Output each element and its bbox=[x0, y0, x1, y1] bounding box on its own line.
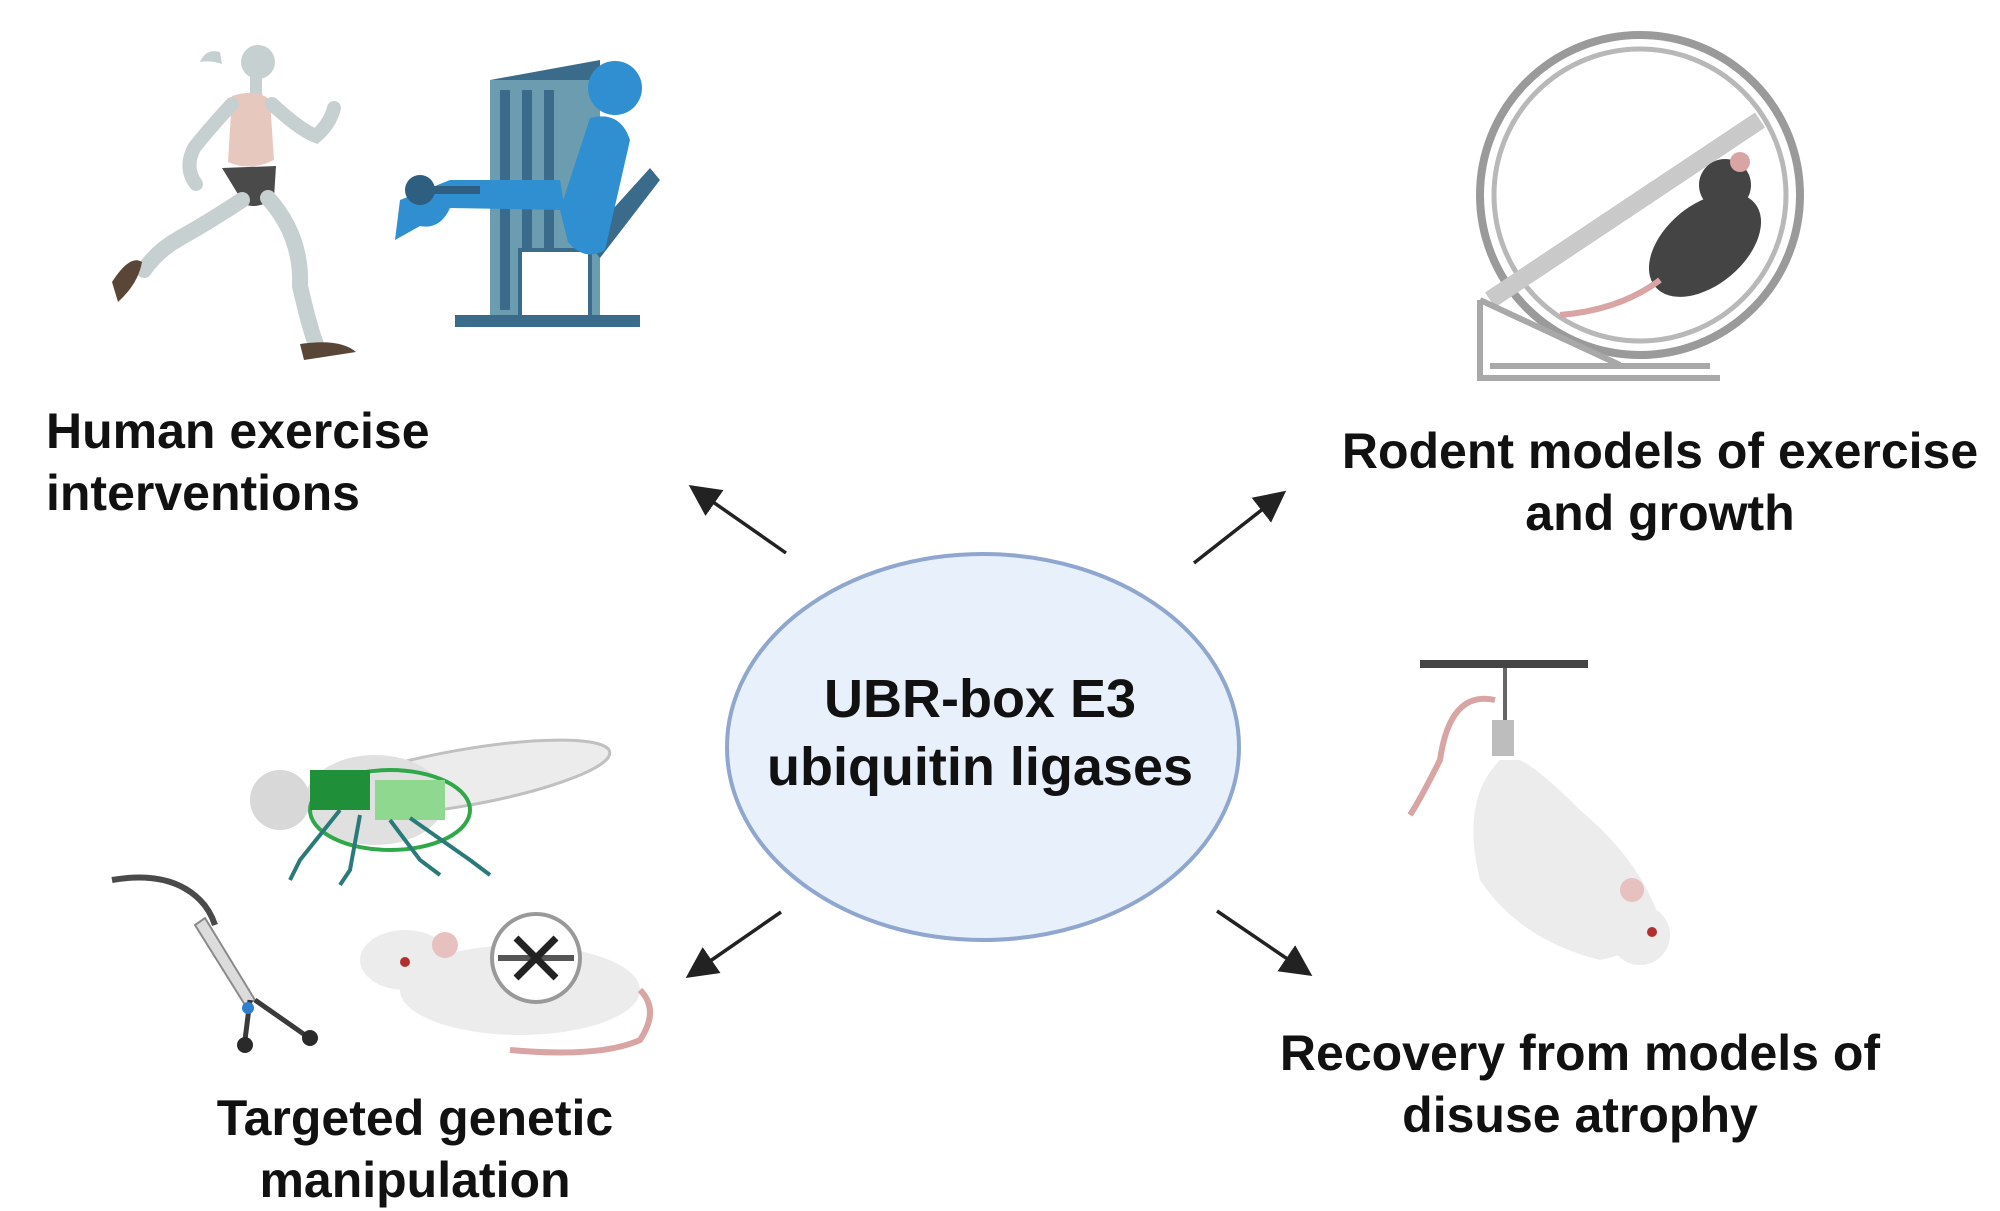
fruit-fly-icon bbox=[250, 738, 612, 887]
mouse-running-wheel-icon bbox=[1476, 31, 1804, 381]
label-targeted-genetic: Targeted genetic manipulation bbox=[70, 1087, 760, 1211]
electroporation-forceps-icon bbox=[111, 874, 318, 1053]
label-rodent-models: Rodent models of exercise and growth bbox=[1320, 420, 2000, 544]
hindlimb-suspended-rat-icon bbox=[1407, 660, 1670, 965]
arrow-to-genetic bbox=[685, 910, 782, 978]
center-node bbox=[725, 552, 1241, 942]
label-recovery-line1: Recovery from models of bbox=[1279, 1025, 1881, 1081]
center-label: UBR-box E3 ubiquitin ligases bbox=[730, 665, 1230, 801]
arrow-to-rodent bbox=[1192, 490, 1287, 565]
arrow-to-human bbox=[688, 484, 788, 555]
center-line2: ubiquitin ligases bbox=[766, 737, 1194, 797]
label-recovery-disuse: Recovery from models of disuse atrophy bbox=[1230, 1022, 1930, 1146]
knockout-mouse-icon bbox=[360, 912, 653, 1056]
label-recovery-line2: disuse atrophy bbox=[1402, 1087, 1758, 1143]
leg-extension-machine-icon bbox=[395, 60, 660, 327]
running-woman-icon bbox=[112, 45, 356, 360]
label-human-line2: interventions bbox=[46, 465, 360, 521]
label-human-line1: Human exercise bbox=[46, 403, 430, 459]
center-line1: UBR-box E3 bbox=[823, 669, 1137, 729]
label-genetic-line2: manipulation bbox=[259, 1152, 571, 1208]
label-human-exercise: Human exercise interventions bbox=[46, 400, 430, 524]
label-rodent-line2: and growth bbox=[1525, 485, 1795, 541]
arrow-to-recovery bbox=[1216, 909, 1313, 976]
diagram-canvas bbox=[111, 31, 1804, 1056]
label-rodent-line1: Rodent models of exercise bbox=[1341, 423, 1979, 479]
label-genetic-line1: Targeted genetic bbox=[216, 1090, 614, 1146]
